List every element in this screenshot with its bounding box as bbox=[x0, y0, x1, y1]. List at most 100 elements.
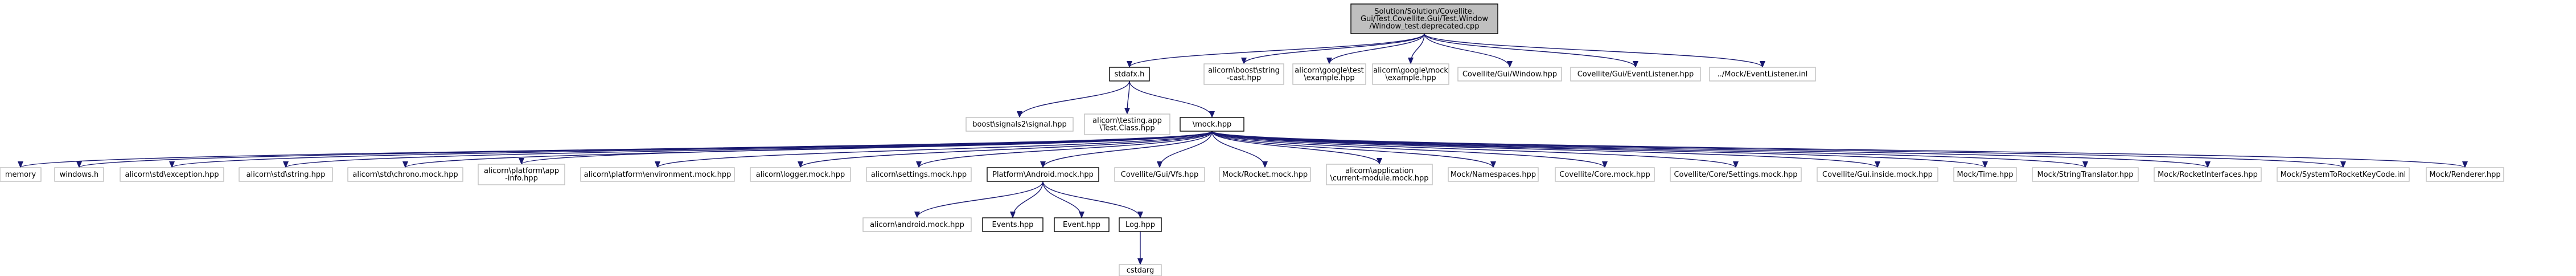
node-label: \example.hpp bbox=[1304, 74, 1354, 83]
node-label: windows.h bbox=[60, 171, 98, 179]
edge-root-to-gui_eventlistener bbox=[1424, 33, 1638, 68]
edge-mock_hpp-to-logger_mock bbox=[798, 131, 1213, 168]
node-label: Mock/RocketInterfaces.hpp bbox=[2158, 171, 2258, 179]
edge-root-to-gmock_example bbox=[1408, 33, 1425, 64]
node-label: memory bbox=[5, 171, 36, 179]
node-box bbox=[862, 217, 972, 232]
edge-platform_android-to-events_hpp bbox=[1010, 181, 1043, 218]
node-events_hpp[interactable]: Events.hpp bbox=[982, 217, 1043, 232]
node-box bbox=[54, 167, 104, 182]
node-windows_h: windows.h bbox=[54, 167, 104, 182]
node-box bbox=[1119, 264, 1162, 276]
edge-platform_android-to-event_hpp bbox=[1042, 181, 1084, 218]
edge-mock_hpp-to-settings_mock bbox=[916, 131, 1213, 168]
edges-layer bbox=[18, 33, 2468, 265]
node-log_hpp[interactable]: Log.hpp bbox=[1119, 217, 1162, 232]
node-label: alicorn\settings.mock.hpp bbox=[871, 171, 967, 179]
node-box bbox=[966, 117, 1074, 132]
node-testing_app: alicorn\testing.app\Test.Class.hpp bbox=[1084, 113, 1170, 135]
node-platform_android[interactable]: Platform\Android.mock.hpp bbox=[987, 167, 1099, 182]
node-mock_rocket: Mock/Rocket.mock.hpp bbox=[1219, 167, 1311, 182]
node-gui_inside_mock: Covellite/Gui.inside.mock.hpp bbox=[1817, 167, 1938, 182]
node-box bbox=[1457, 67, 1562, 82]
node-box bbox=[478, 164, 565, 185]
node-label: Covellite/Core/Settings.mock.hpp bbox=[1674, 171, 1797, 179]
node-label: alicorn\boost\string bbox=[1208, 67, 1280, 75]
node-logger_mock: alicorn\logger.mock.hpp bbox=[750, 167, 851, 182]
node-mock_renderer: Mock/Renderer.hpp bbox=[2426, 167, 2504, 182]
node-label: alicorn\google\mock bbox=[1373, 67, 1448, 75]
edge-mock_hpp-to-mock_namespaces bbox=[1211, 131, 1496, 168]
node-mock_time: Mock/Time.hpp bbox=[1953, 167, 2017, 182]
node-box bbox=[2426, 167, 2504, 182]
node-label: Covellite/Core.mock.hpp bbox=[1559, 171, 1650, 179]
node-event_hpp[interactable]: Event.hpp bbox=[1054, 217, 1110, 232]
node-mock_systemtorocket: Mock/SystemToRocketKeyCode.inl bbox=[2277, 167, 2410, 182]
edge-platform_android-to-log_hpp bbox=[1042, 181, 1143, 218]
edge-mock_hpp-to-core_settings_mock bbox=[1211, 131, 1739, 168]
node-stdafx[interactable]: stdafx.h bbox=[1109, 67, 1150, 82]
node-box bbox=[1350, 3, 1498, 34]
node-core_settings_mock: Covellite/Core/Settings.mock.hpp bbox=[1670, 167, 1802, 182]
node-android_mock: alicorn\android.mock.hpp bbox=[862, 217, 972, 232]
edge-mock_hpp-to-gui_vfs bbox=[1157, 131, 1213, 168]
node-box bbox=[1817, 167, 1938, 182]
edge-stdafx-to-boost_signals2 bbox=[1017, 80, 1130, 118]
node-box bbox=[2154, 167, 2262, 182]
node-box bbox=[120, 167, 224, 182]
node-settings_mock: alicorn\settings.mock.hpp bbox=[866, 167, 972, 182]
node-mock_hpp[interactable]: \mock.hpp bbox=[1180, 117, 1244, 132]
node-boost_signals2: boost\signals2\signal.hpp bbox=[966, 117, 1074, 132]
node-gui_window: Covellite/Gui/Window.hpp bbox=[1457, 67, 1562, 82]
node-box bbox=[1555, 167, 1655, 182]
node-box bbox=[1570, 67, 1701, 82]
nodes-layer: Solution/Solution/Covellite.Gui/Test.Cov… bbox=[0, 3, 2504, 276]
edge-mock_hpp-to-mock_rocketinterfaces bbox=[1211, 131, 2211, 168]
node-label: alicorn\platform\environment.mock.hpp bbox=[584, 171, 732, 179]
edge-mock_hpp-to-mock_stringtranslator bbox=[1211, 131, 2088, 168]
node-label: Covellite/Gui.inside.mock.hpp bbox=[1822, 171, 1933, 179]
node-label: alicorn\std\exception.hpp bbox=[125, 171, 219, 179]
node-box bbox=[1670, 167, 1802, 182]
node-gmock_example: alicorn\google\mock\example.hpp bbox=[1372, 63, 1449, 85]
node-label: Covellite/Gui/EventListener.hpp bbox=[1577, 70, 1694, 79]
node-gui_eventlistener: Covellite/Gui/EventListener.hpp bbox=[1570, 67, 1701, 82]
node-label: /Window_test.deprecated.cpp bbox=[1369, 22, 1479, 31]
node-box bbox=[2032, 167, 2139, 182]
node-label: Platform\Android.mock.hpp bbox=[992, 171, 1094, 179]
node-box bbox=[0, 167, 42, 182]
node-std_string: alicorn\std\string.hpp bbox=[239, 167, 333, 182]
node-current_module: alicorn\application\current-module.mock.… bbox=[1326, 164, 1433, 185]
node-label: -cast.hpp bbox=[1227, 74, 1262, 83]
node-box bbox=[1326, 164, 1433, 185]
node-label: Mock/Time.hpp bbox=[1957, 171, 2014, 179]
node-label: Event.hpp bbox=[1063, 221, 1100, 229]
edge-root-to-boost_string_cast bbox=[1241, 33, 1425, 64]
node-mock_rocketinterfaces: Mock/RocketInterfaces.hpp bbox=[2154, 167, 2262, 182]
node-label: Mock/Rocket.mock.hpp bbox=[1222, 171, 1308, 179]
node-label: cstdarg bbox=[1127, 266, 1155, 275]
node-mock_stringtranslator: Mock/StringTranslator.hpp bbox=[2032, 167, 2139, 182]
node-box bbox=[1372, 63, 1449, 85]
edge-mock_hpp-to-mock_rocket bbox=[1211, 131, 1268, 168]
node-label: alicorn\google\test bbox=[1295, 67, 1363, 75]
node-label: -info.hpp bbox=[505, 174, 538, 183]
node-box bbox=[982, 217, 1043, 232]
node-label: alicorn\android.mock.hpp bbox=[870, 221, 964, 229]
node-label: boost\signals2\signal.hpp bbox=[972, 120, 1067, 129]
node-platform_environment: alicorn\platform\environment.mock.hpp bbox=[580, 167, 735, 182]
edge-mock_hpp-to-platform_environment bbox=[655, 131, 1213, 168]
node-label: alicorn\logger.mock.hpp bbox=[756, 171, 845, 179]
node-mock_eventlistener: ../Mock/EventListener.inl bbox=[1709, 67, 1816, 82]
node-label: Mock/Renderer.hpp bbox=[2429, 171, 2500, 179]
node-label: alicorn\application bbox=[1345, 167, 1414, 176]
node-label: Mock/StringTranslator.hpp bbox=[2037, 171, 2133, 179]
node-box bbox=[1709, 67, 1816, 82]
node-label: \mock.hpp bbox=[1193, 120, 1232, 129]
edge-mock_hpp-to-std_exception bbox=[169, 131, 1213, 168]
node-boost_string_cast: alicorn\boost\string-cast.hpp bbox=[1203, 63, 1284, 85]
edge-mock_hpp-to-gui_inside_mock bbox=[1211, 131, 1880, 168]
edge-mock_hpp-to-mock_renderer bbox=[1211, 131, 2468, 168]
node-box bbox=[1084, 113, 1170, 135]
edge-mock_hpp-to-platform_app_info bbox=[519, 131, 1213, 165]
